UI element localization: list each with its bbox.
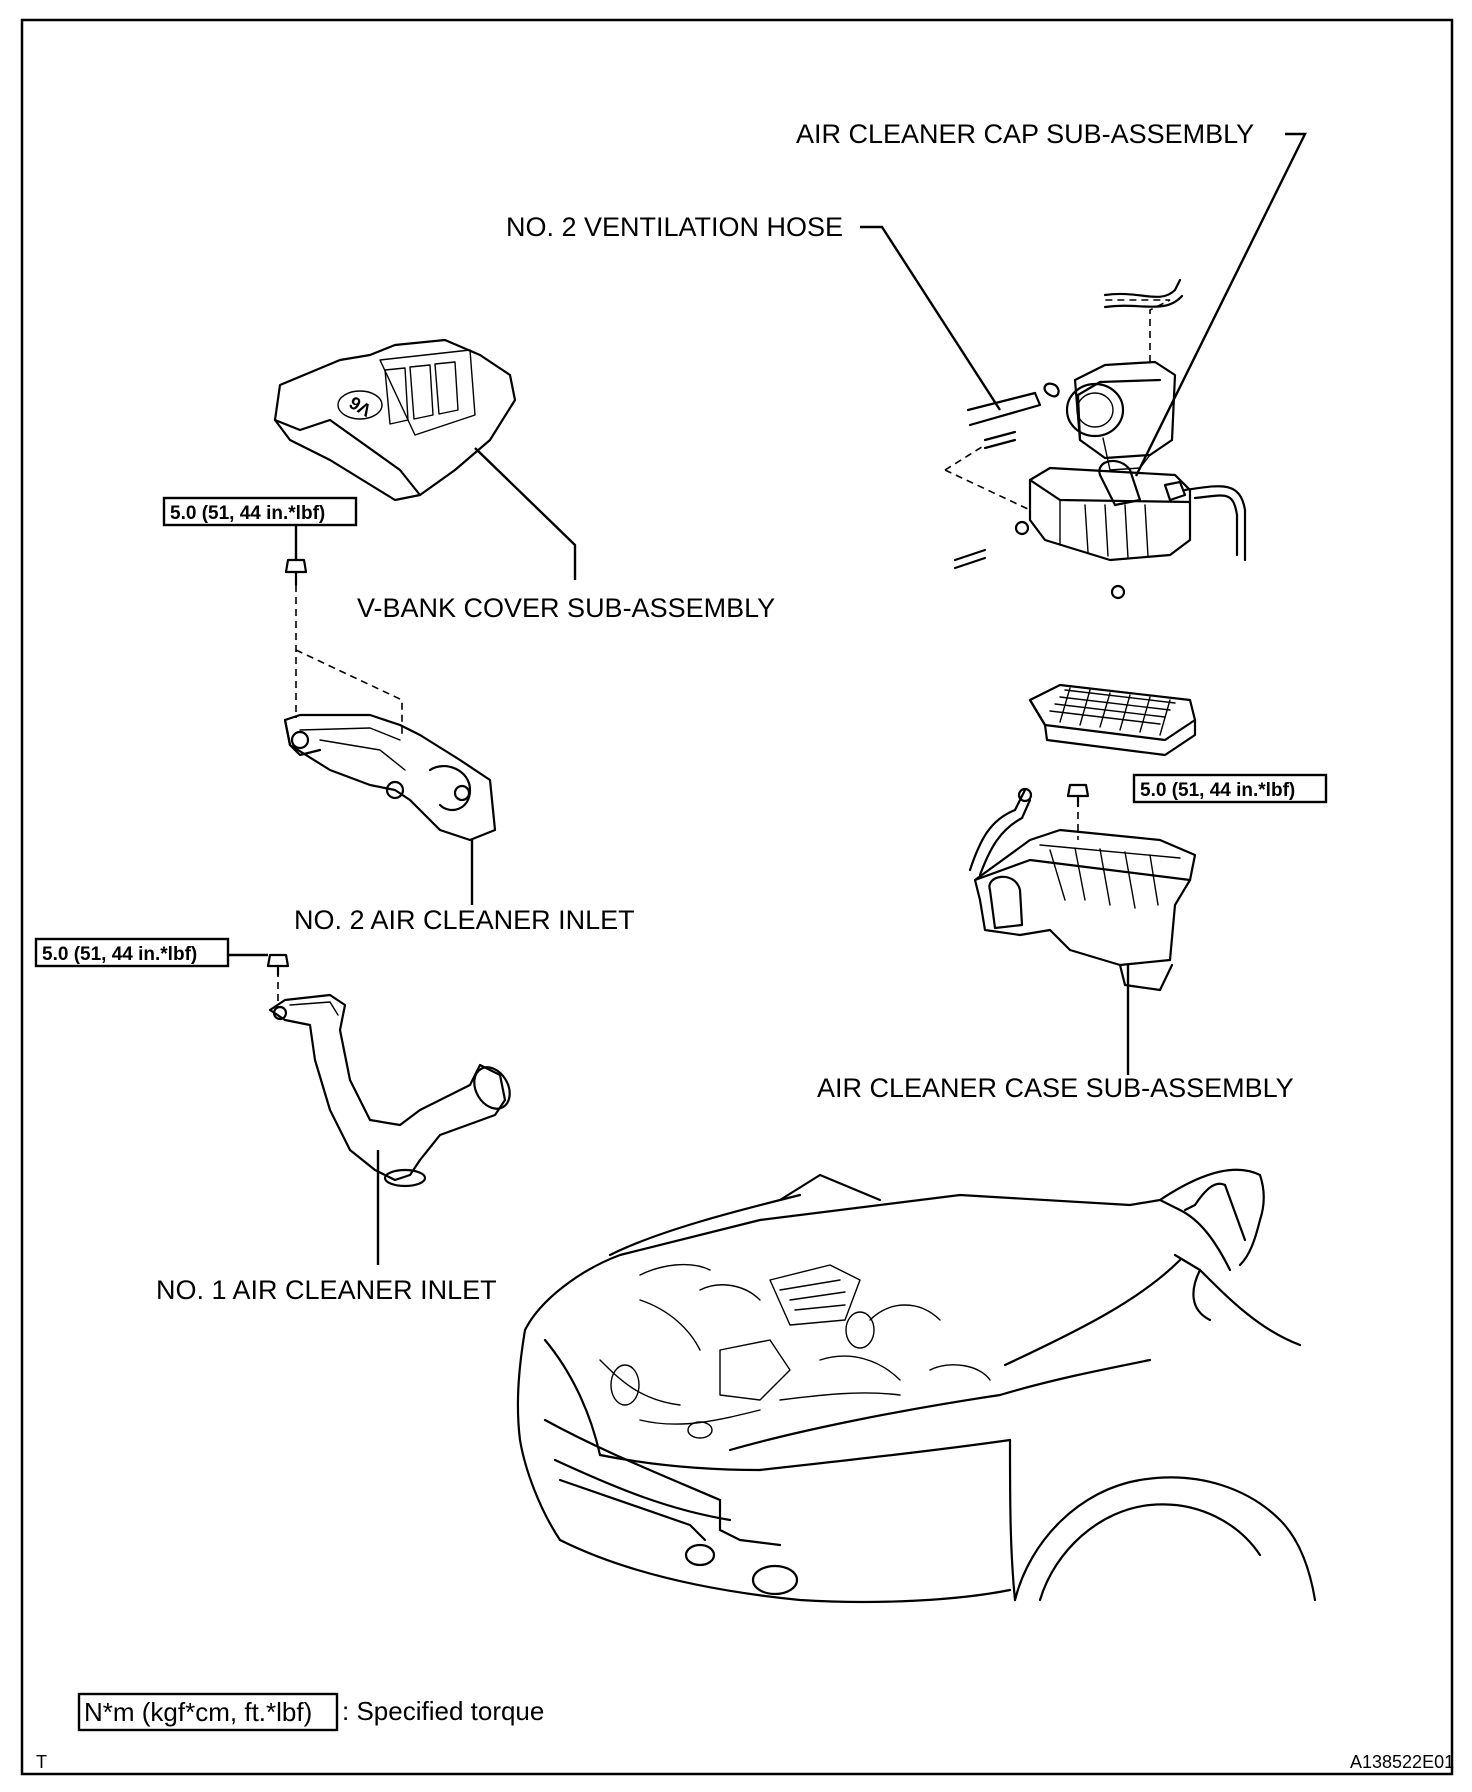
label-air-cleaner-case: AIR CLEANER CASE SUB-ASSEMBLY bbox=[817, 1073, 1294, 1103]
vehicle-front-drawing bbox=[516, 1168, 1317, 1604]
torque-box-inlet-no1: 5.0 (51, 44 in.*lbf) bbox=[34, 937, 230, 968]
air-cleaner-case-drawing bbox=[968, 787, 1197, 992]
legend-description: : Specified torque bbox=[342, 1696, 544, 1726]
vbank-cover-badge: V6 bbox=[346, 392, 375, 420]
bolt-inlet-no1 bbox=[266, 953, 290, 977]
label-inlet-no2: NO. 2 AIR CLEANER INLET bbox=[294, 905, 635, 935]
torque-box-vbank: 5.0 (51, 44 in.*lbf) bbox=[162, 496, 358, 527]
label-air-cleaner-cap: AIR CLEANER CAP SUB-ASSEMBLY bbox=[796, 119, 1254, 149]
torque-value-vbank: 5.0 (51, 44 in.*lbf) bbox=[170, 503, 325, 524]
figure-id: A138522E01 bbox=[1350, 1752, 1454, 1772]
torque-value-case: 5.0 (51, 44 in.*lbf) bbox=[1140, 780, 1295, 801]
inlet-no1-drawing bbox=[268, 970, 511, 1188]
ventilation-hose-drawing bbox=[944, 391, 1042, 570]
torque-value-inlet-no1: 5.0 (51, 44 in.*lbf) bbox=[42, 944, 197, 965]
vbank-cover-drawing: V6 bbox=[273, 338, 517, 502]
label-ventilation-hose: NO. 2 VENTILATION HOSE bbox=[506, 212, 843, 242]
leader-lines bbox=[227, 132, 1307, 1265]
air-cleaner-upper-case-drawing bbox=[944, 459, 1247, 600]
diagram-frame bbox=[20, 18, 1454, 1776]
label-vbank-cover: V-BANK COVER SUB-ASSEMBLY bbox=[357, 593, 775, 623]
inlet-no2-drawing bbox=[283, 585, 497, 842]
bolt-vbank bbox=[284, 558, 308, 587]
label-inlet-no1: NO. 1 AIR CLEANER INLET bbox=[156, 1275, 497, 1305]
bolt-case bbox=[1066, 783, 1090, 808]
footer-left-mark: T bbox=[36, 1752, 47, 1772]
torque-legend: N*m (kgf*cm, ft.*lbf) : Specified torque bbox=[77, 1692, 544, 1732]
torque-box-case: 5.0 (51, 44 in.*lbf) bbox=[1132, 773, 1328, 804]
air-filter-drawing bbox=[1028, 683, 1197, 757]
air-cleaner-cap-drawing bbox=[1043, 278, 1184, 471]
legend-symbol: N*m (kgf*cm, ft.*lbf) bbox=[84, 1697, 312, 1727]
